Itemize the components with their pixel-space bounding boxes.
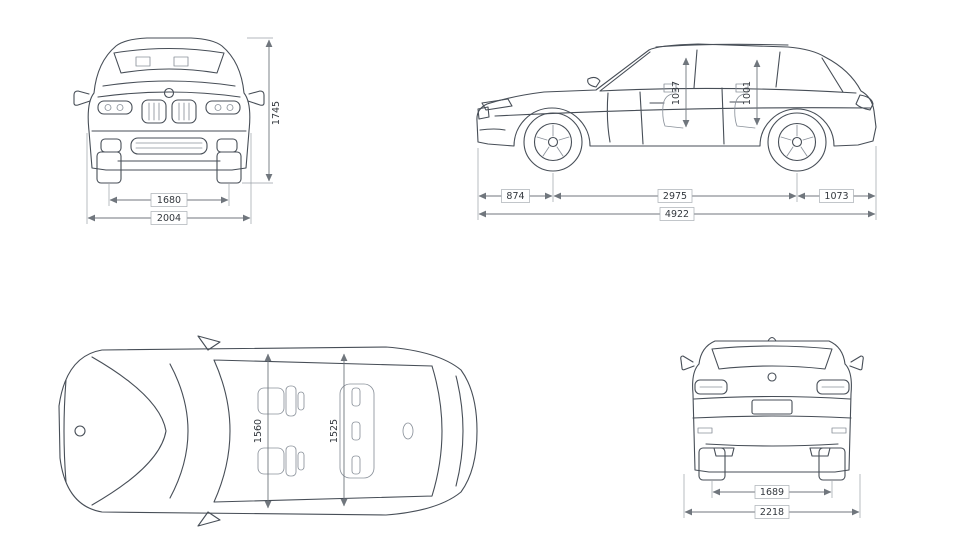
front-view: 1745 1680 2004 [73,37,282,225]
top-rear-headrest-1 [351,387,361,407]
dim-rear-overall-width: 2218 [683,474,861,519]
front-headlight-right [205,100,241,115]
side-dim-extension-lines [477,146,877,220]
top-rear-headrest-3 [351,455,361,475]
front-left-wheel [96,151,122,184]
front-headlight-left-lens-1 [104,104,112,111]
top-driver-headrest [297,391,305,411]
dim-side-rear-headroom-label: 1001 [742,81,753,105]
top-passenger-seat-back [285,445,297,477]
front-headlight-right-lens-1 [214,104,222,111]
rear-left-wheel [698,447,726,481]
rear-view: 1689 2218 [680,336,864,519]
front-lower-intake [130,137,208,155]
rear-taillight-right [816,379,850,395]
top-brand-roundel [74,425,86,437]
side-view: 1037 1001 874 2975 1073 4922 [476,43,877,221]
rear-body-outline [692,340,852,473]
front-details [73,47,265,162]
side-rear-wheel [767,112,827,172]
dim-front-overall-width-label-box [150,211,188,225]
front-grille-slats [148,102,190,121]
dim-top-rear-interior-width: 1525 [329,353,348,507]
side-front-wheel [523,112,583,172]
top-rear-bench [339,383,375,479]
dim-top-front-interior-width: 1560 [253,353,272,509]
dim-top-front-interior-width-label: 1560 [253,419,264,443]
dim-side-wheelbase-label-box [657,189,693,203]
dim-side-front-overhang-label: 874 [506,191,524,202]
dim-side-front-headroom: 1037 [671,57,690,128]
top-passenger-headrest [297,451,305,471]
dim-rear-track: 1689 [711,481,833,499]
top-passenger-seat-cushion [257,447,285,475]
front-brand-roundel [163,87,175,99]
top-rear-headrest-2 [351,421,361,441]
rear-right-wheel [818,447,846,481]
front-body-outline [87,37,251,171]
dim-rear-track-label: 1689 [760,487,784,498]
side-details [477,43,874,145]
rear-reflector-left [697,427,713,434]
side-front-wheel-spokes [536,124,570,157]
dim-side-rear-overhang-label-box [819,189,854,203]
top-interior-seats [257,383,375,479]
front-headlight-left [97,100,133,115]
dim-side-overall-length: 4922 [478,207,876,221]
front-headlight-left-lens-2 [116,104,124,111]
dim-side-front-headroom-label: 1037 [671,81,682,105]
dim-side-rear-overhang: 1073 [797,189,876,203]
rear-taillight-left [694,379,728,395]
front-kidney-grille-right [171,99,197,124]
dim-front-height-extension-lines [242,37,273,184]
front-fog-left [100,138,122,153]
dim-side-wheelbase: 2975 [553,189,797,203]
front-fog-right [216,138,238,153]
top-view: 1560 1525 [58,335,478,527]
front-headlight-right-lens-2 [226,104,234,111]
rear-reflector-right [831,427,847,434]
dim-rear-track-label-box [754,485,790,499]
top-driver-seat-cushion [257,387,285,415]
dim-front-track-width: 1680 [108,184,230,207]
front-interior-headrests [135,56,189,67]
top-driver-seat-back [285,385,297,417]
rear-brand-roundel [767,372,777,382]
rear-license-plate [751,399,793,415]
dim-front-track-extension-lines [108,184,230,206]
dim-side-front-overhang: 874 [478,189,553,203]
dim-side-front-overhang-label-box [501,189,530,203]
dim-front-height-label: 1745 [271,101,282,125]
dim-side-wheelbase-label: 2975 [663,191,687,202]
top-details [63,335,464,527]
top-rear-console-detail [402,422,414,440]
top-body-outline [58,346,478,516]
dim-front-overall-width: 2004 [86,133,252,225]
dim-front-track-label: 1680 [157,195,181,206]
dim-front-track-label-box [150,193,188,207]
rear-details [680,336,864,457]
side-rear-wheel-spokes [780,124,814,157]
dim-side-rear-overhang-label: 1073 [824,191,848,202]
dim-side-overall-length-label: 4922 [665,209,689,220]
dim-front-overall-width-extension-lines [86,133,252,224]
front-intake-slats [135,142,203,149]
side-interior-seats [662,83,756,129]
dim-side-rear-headroom: 1001 [742,59,761,126]
dim-front-height: 1745 [242,37,282,184]
dim-rear-overall-width-label: 2218 [760,507,784,518]
front-kidney-grille-left [141,99,167,124]
dim-rear-overall-width-extension-lines [683,474,861,518]
dim-front-overall-width-label: 2004 [157,213,181,224]
front-right-wheel [216,151,242,184]
dim-rear-track-extension-lines [711,481,833,498]
dim-rear-overall-width-label-box [754,505,790,519]
dim-top-rear-interior-width-label: 1525 [329,419,340,443]
dim-side-overall-length-label-box [659,207,695,221]
